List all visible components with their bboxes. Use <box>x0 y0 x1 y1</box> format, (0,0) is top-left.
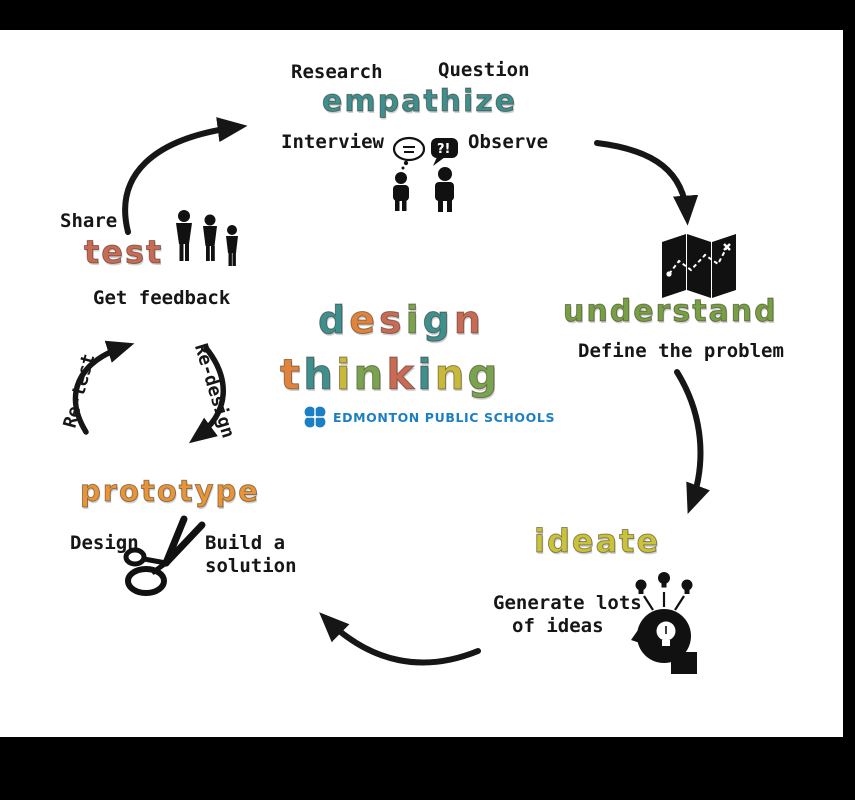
ideate-caption-line1: Generate lots <box>493 592 642 614</box>
organization-name: EDMONTON PUBLIC SCHOOLS <box>333 409 556 425</box>
empathize-keyword-observe: Observe <box>468 131 549 153</box>
prototype-caption-design: Design <box>70 532 139 554</box>
epsb-flower-icon <box>304 406 326 428</box>
empathize-keyword-research: Research <box>291 61 383 83</box>
prototype-caption-build-line2: solution <box>205 555 297 577</box>
three-people-icon <box>176 210 238 266</box>
title-design: design <box>317 298 485 343</box>
stage-empathize-label: empathize <box>321 84 518 120</box>
organization-row: EDMONTON PUBLIC SCHOOLS <box>303 405 555 429</box>
stage-prototype-label: prototype <box>80 474 260 509</box>
test-caption-share: Share <box>60 210 118 232</box>
stage-test-label: test <box>83 233 164 272</box>
understand-caption: Define the problem <box>578 340 784 362</box>
scissors-icon <box>123 515 206 596</box>
empathize-keyword-interview: Interview <box>281 131 384 153</box>
head-with-lightbulb-icon <box>631 572 697 674</box>
empathize-keyword-question: Question <box>438 59 530 81</box>
prototype-caption-build-line1: Build a <box>205 532 286 554</box>
two-people-talking-icon: ?! <box>392 136 458 212</box>
title-thinking: thinking <box>279 350 501 400</box>
folded-map-icon <box>662 234 736 298</box>
stage-ideate-label: ideate <box>533 522 661 561</box>
ideate-caption-line2: of ideas <box>512 615 604 637</box>
stage-understand-label: understand <box>563 294 778 330</box>
test-caption-feedback: Get feedback <box>93 287 231 309</box>
svg-text:?!: ?! <box>437 142 450 157</box>
